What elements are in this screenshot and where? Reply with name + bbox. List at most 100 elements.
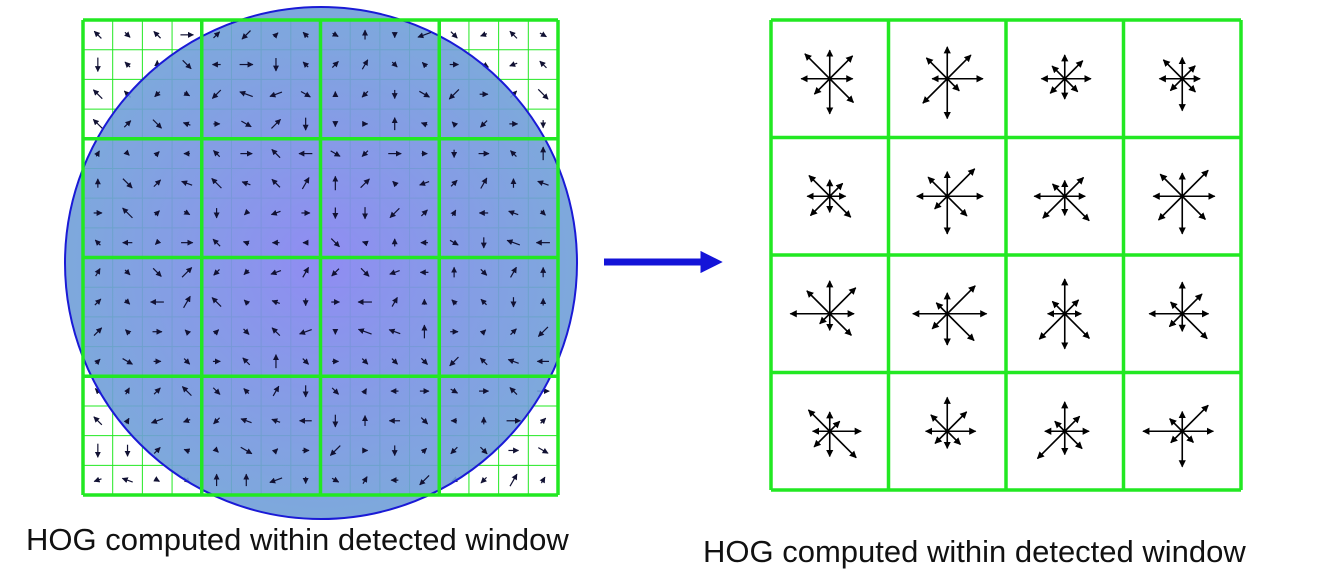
histogram-bin-arrow: [1181, 404, 1209, 432]
gradient-arrow: [92, 118, 103, 129]
gradient-arrow: [123, 149, 130, 156]
histogram-bin-arrow: [807, 409, 831, 432]
histogram-bin-arrow: [1064, 415, 1081, 432]
gradient-arrow: [124, 61, 131, 68]
gradient-arrow: [388, 328, 401, 335]
gradient-arrow: [92, 89, 103, 100]
gradient-arrow: [153, 476, 160, 482]
orientation-histogram: [1038, 278, 1090, 350]
gradient-arrow: [244, 208, 251, 216]
gradient-arrow: [450, 179, 458, 187]
gradient-arrow: [391, 61, 398, 68]
histogram-bin-arrow: [829, 195, 852, 218]
orientation-histogram: [1148, 281, 1210, 340]
gradient-arrow: [449, 356, 459, 367]
orientation-histogram: [1152, 169, 1216, 235]
histogram-bin-arrow: [809, 195, 831, 217]
gradient-arrow: [93, 327, 103, 337]
histogram-bin-arrow: [1181, 195, 1206, 220]
gradient-arrow: [212, 329, 220, 336]
histogram-bin-arrow: [808, 174, 831, 197]
histogram-bin-arrow: [1042, 195, 1066, 219]
gradient-arrow: [243, 268, 250, 276]
gradient-arrow: [93, 30, 102, 39]
gradient-arrow: [361, 90, 369, 98]
gradient-arrow: [122, 178, 133, 189]
gradient-arrow: [153, 31, 162, 39]
gradient-arrow: [450, 31, 458, 39]
gradient-arrow: [451, 121, 459, 128]
gradient-arrow: [240, 417, 252, 424]
histogram-bin-arrow: [946, 430, 962, 446]
gradient-arrow: [302, 61, 310, 68]
gradient-arrow: [506, 239, 521, 246]
histogram-bin-arrow: [1181, 169, 1209, 197]
gradient-arrow: [94, 150, 100, 158]
gradient-field-panel: [64, 6, 578, 520]
histogram-bin-arrow: [946, 168, 976, 197]
gradient-arrow: [183, 295, 191, 309]
caption-right: HOG computed within detected window: [703, 534, 1246, 569]
gradient-arrow: [213, 269, 220, 276]
gradient-arrow: [537, 447, 549, 454]
histogram-bin-arrow: [1064, 78, 1079, 93]
gradient-arrow: [539, 31, 547, 38]
histogram-bin-arrow: [1169, 418, 1183, 432]
gradient-arrow: [270, 269, 282, 276]
gradient-arrow: [360, 267, 370, 277]
gradient-arrow: [181, 267, 193, 278]
gradient-arrow: [451, 299, 458, 306]
gradient-arrow: [153, 387, 161, 395]
gradient-arrow: [211, 297, 222, 307]
orientation-histogram: [922, 46, 984, 120]
gradient-arrow: [124, 31, 131, 38]
orientation-histogram: [800, 49, 855, 115]
gradient-arrow: [271, 327, 281, 337]
gradient-arrow: [331, 31, 339, 37]
gradient-arrow: [94, 268, 101, 277]
gradient-arrow: [243, 328, 250, 335]
histogram-bin-arrow: [1064, 299, 1080, 315]
gradient-arrow: [421, 62, 429, 69]
orientation-histogram: [916, 168, 984, 235]
histogram-bin-arrow: [804, 53, 831, 80]
gradient-arrow: [449, 239, 459, 246]
histogram-bin-arrow: [829, 182, 844, 197]
gradient-arrow: [507, 358, 519, 365]
gradient-arrow: [330, 150, 341, 157]
histogram-bin-arrow: [813, 430, 831, 448]
histogram-bin-arrow: [935, 302, 948, 315]
gradient-arrow: [539, 417, 547, 425]
gradient-arrow: [331, 61, 339, 69]
gradient-arrow: [183, 90, 191, 97]
gradient-arrow: [153, 210, 160, 217]
gradient-arrow: [94, 298, 102, 306]
gradient-arrow: [121, 477, 133, 483]
gradient-arrow: [93, 476, 102, 483]
histogram-bin-arrow: [1054, 420, 1066, 432]
gradient-arrow: [302, 266, 310, 278]
gradient-arrow: [153, 151, 160, 158]
gradient-arrow: [271, 448, 279, 455]
histogram-bin-arrow: [829, 430, 857, 459]
histogram-bin-arrow: [946, 313, 975, 342]
histogram-bin-arrow: [1157, 195, 1183, 221]
orientation-histogram: [912, 285, 988, 346]
orientation-histograms: [789, 46, 1216, 468]
gradient-arrow: [152, 267, 162, 277]
histogram-bin-arrow: [927, 176, 948, 197]
histogram-bin-arrow: [806, 290, 831, 315]
gradient-arrow: [361, 358, 369, 365]
histogram-bin-arrow: [1064, 430, 1083, 450]
histogram-bin-arrow: [1159, 173, 1183, 197]
gradient-arrow: [389, 269, 400, 276]
gradient-arrow: [480, 298, 487, 306]
gradient-arrow: [241, 120, 252, 128]
gradient-arrow: [182, 59, 192, 70]
gradient-arrow: [329, 445, 341, 456]
gradient-arrow: [241, 180, 251, 187]
gradient-arrow: [539, 60, 547, 69]
gradient-arrow: [539, 209, 546, 216]
gradient-arrow: [420, 447, 427, 455]
gradient-arrow: [450, 387, 459, 394]
